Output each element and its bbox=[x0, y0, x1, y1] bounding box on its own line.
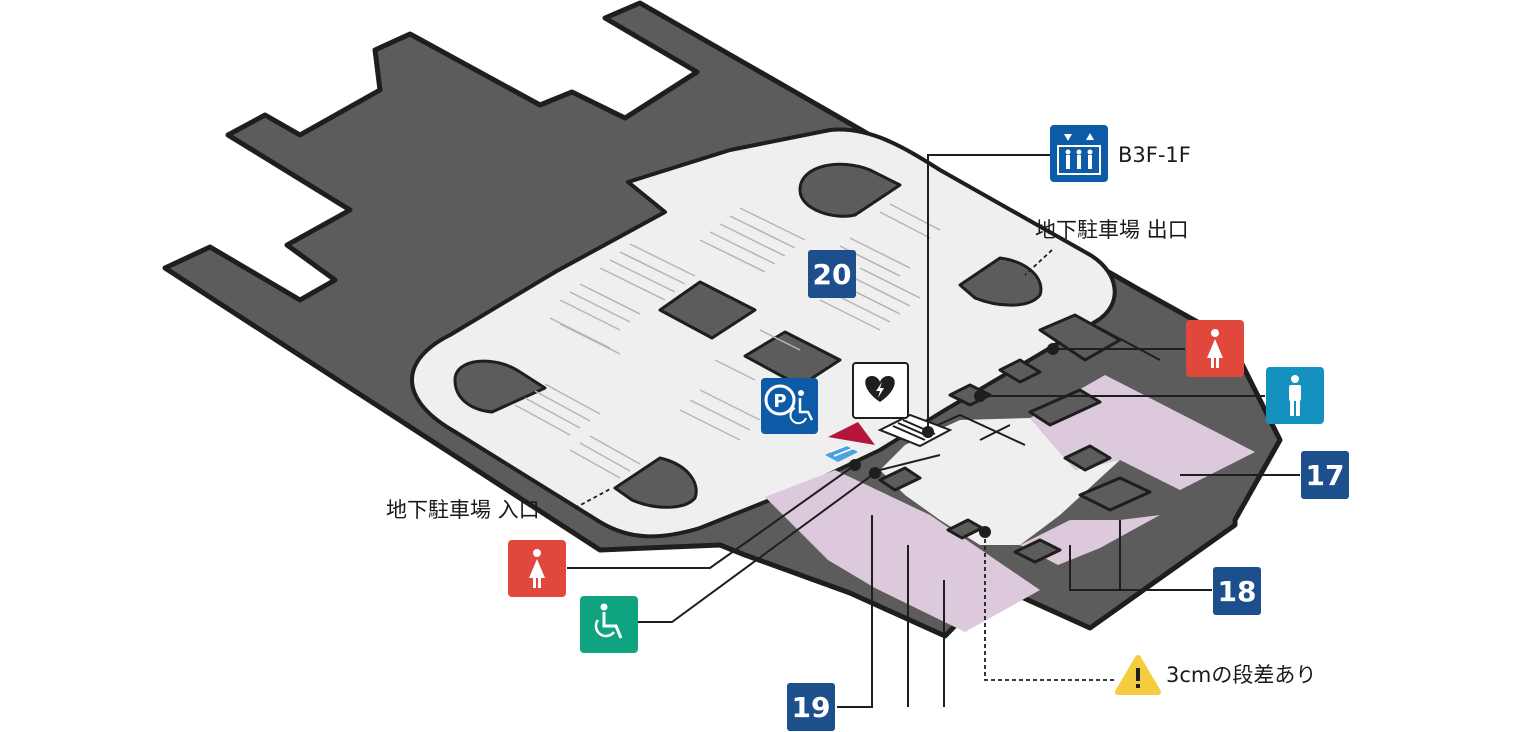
svg-text:18: 18 bbox=[1218, 575, 1257, 608]
parking-floor bbox=[410, 127, 1117, 539]
shop-area-19 bbox=[765, 470, 1040, 632]
male-restroom-icon bbox=[1266, 367, 1324, 424]
area-badge-19[interactable]: 19 bbox=[787, 683, 835, 731]
elevator-floors-label: B3F-1F bbox=[1118, 143, 1191, 167]
accessible-restroom-icon bbox=[580, 596, 638, 653]
female-restroom-icon bbox=[508, 540, 566, 597]
elevator-icon bbox=[1050, 125, 1108, 182]
area-badge-20[interactable]: 20 bbox=[808, 250, 856, 298]
parking-exit-label: 地下駐車場 出口 bbox=[1035, 218, 1189, 242]
corridor-floor bbox=[880, 418, 1120, 545]
area-badge-17[interactable]: 17 bbox=[1301, 451, 1349, 499]
parking-pillars bbox=[453, 162, 1043, 509]
leader-dots bbox=[849, 343, 1059, 538]
female-restroom-icon bbox=[1186, 320, 1244, 377]
step-warning-label: 3cmの段差あり bbox=[1166, 663, 1316, 687]
crosswalk-marker bbox=[825, 443, 858, 462]
accessible-parking-icon: P bbox=[761, 378, 818, 434]
svg-text:17: 17 bbox=[1306, 459, 1345, 492]
svg-text:20: 20 bbox=[813, 258, 852, 291]
area-badge-18[interactable]: 18 bbox=[1213, 567, 1261, 615]
caution-icon bbox=[1115, 655, 1161, 695]
svg-text:19: 19 bbox=[792, 691, 831, 724]
parking-stall-lines bbox=[514, 203, 941, 479]
aed-icon bbox=[852, 362, 909, 419]
svg-text:P: P bbox=[773, 391, 786, 412]
entrance-marker bbox=[828, 422, 875, 445]
parking-entrance-label: 地下駐車場 入口 bbox=[386, 498, 540, 522]
dashed-leader-lines bbox=[574, 249, 1115, 681]
leader-lines bbox=[567, 154, 1300, 708]
